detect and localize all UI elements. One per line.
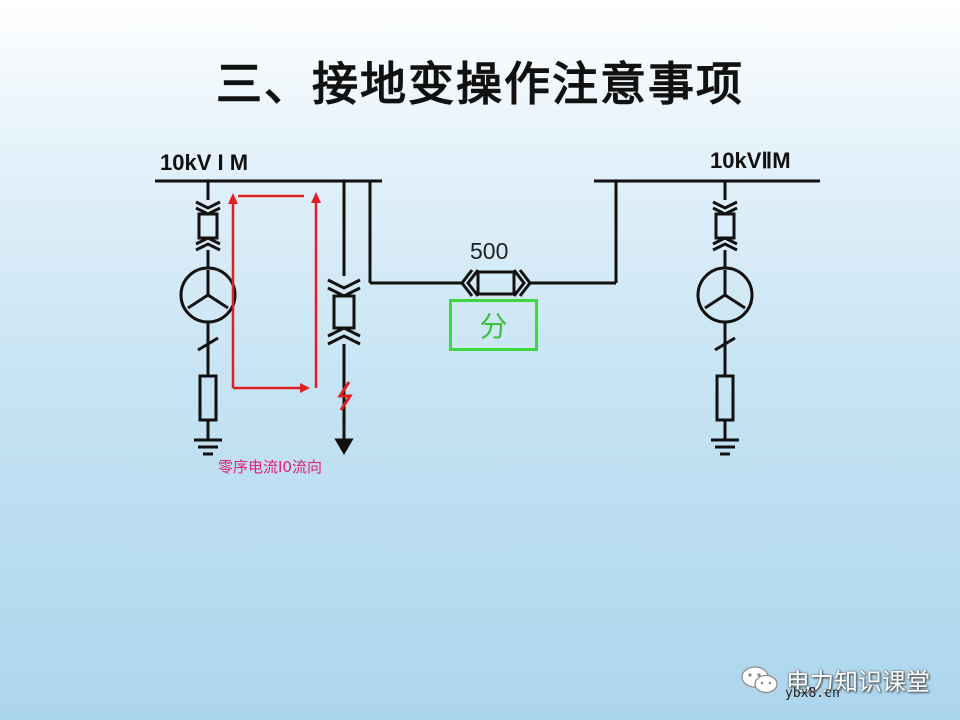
bus-tie-breaker-icon (476, 270, 516, 296)
resistor-2-icon (715, 374, 735, 422)
watermark-brand: 电力知识课堂 (786, 668, 930, 696)
breaker-1-icon (197, 212, 219, 240)
fault-lightning-icon (337, 381, 353, 411)
arrow-right-icon (300, 383, 310, 393)
wechat-icon (740, 664, 780, 696)
resistor-1-icon (198, 374, 218, 422)
breaker-2-icon (714, 212, 736, 240)
slide-title: 三、接地变操作注意事项 (216, 57, 744, 111)
bus-tie-branch (368, 181, 618, 297)
watermark-url: ybx8.cn (785, 686, 840, 701)
arrow-up-icon (228, 193, 238, 204)
zero-sequence-current-label: 零序电流I0流向 (218, 458, 322, 476)
current-arrowheads (228, 192, 321, 393)
bus-tie-breaker-number: 500 (470, 238, 509, 264)
watermark: 电力知识课堂 (740, 662, 930, 697)
bus-1-label: 10kV I M (160, 150, 249, 175)
grounding-transformer-2-branch (696, 181, 754, 456)
zero-sequence-current-path (231, 194, 318, 390)
breaker-feeder-icon (332, 294, 356, 330)
bus-tie-breaker-state: 分 (449, 299, 538, 351)
fault-feeder-branch (327, 181, 361, 455)
state-text: 分 (479, 310, 508, 343)
arrow-up-icon (311, 192, 321, 203)
grounding-transformer-1-branch (179, 181, 237, 456)
bus-2-label: 10kVⅡM (710, 148, 791, 173)
